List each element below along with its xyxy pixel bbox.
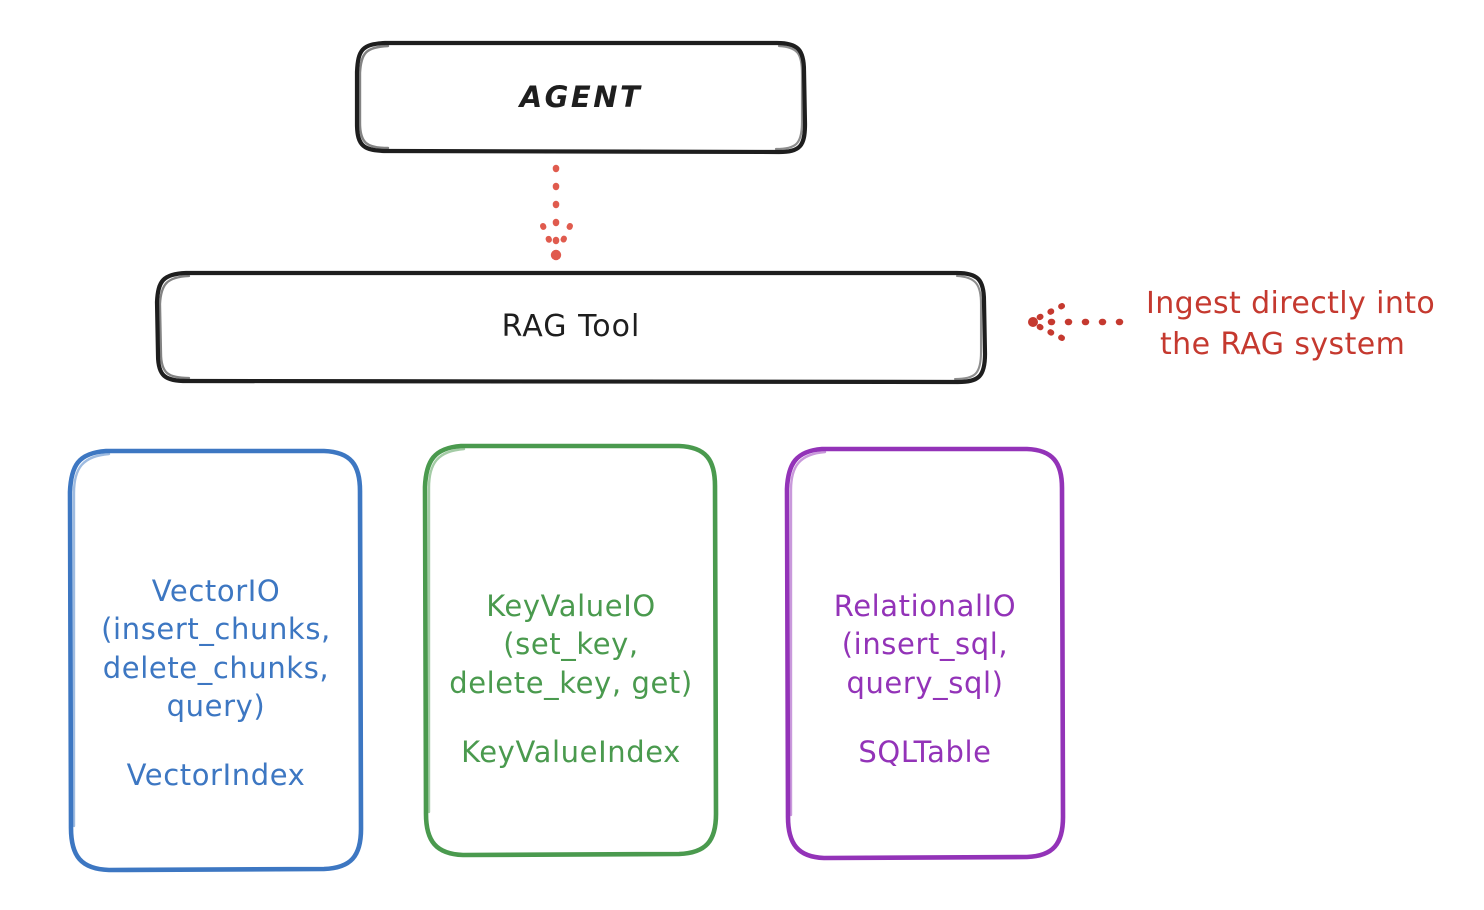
agent-to-rag-arrow xyxy=(540,164,573,261)
agent-node-shape[interactable] xyxy=(354,40,808,155)
agent-node-label: AGENT xyxy=(519,80,643,114)
relational-io-methods-text: RelationalIO (insert_sql, query_sql) xyxy=(833,588,1017,700)
relational-io-node-shape[interactable] xyxy=(784,446,1066,861)
key-value-io-index-text: KeyValueIndex xyxy=(461,734,681,769)
rag-tool-node-shape[interactable] xyxy=(154,270,988,385)
key-value-io-node-label: KeyValueIO (set_key, delete_key, get) Ke… xyxy=(424,548,718,810)
key-value-io-methods-text: KeyValueIO (set_key, delete_key, get) xyxy=(449,588,693,700)
ingest-annotation-line-1: Ingest directly into xyxy=(1146,286,1436,321)
rag-tool-node-label: RAG Tool xyxy=(501,309,641,344)
relational-io-node-label: RelationalIO (insert_sql, query_sql) SQL… xyxy=(786,548,1064,810)
ingest-note-arrow xyxy=(1028,303,1124,341)
relational-io-table-text: SQLTable xyxy=(858,734,992,769)
vector-io-index-text: VectorIndex xyxy=(126,758,306,793)
vector-io-node-label: VectorIO (insert_chunks, delete_chunks, … xyxy=(70,533,362,833)
key-value-io-node-shape[interactable] xyxy=(422,443,719,858)
ingest-annotation-line-2: the RAG system xyxy=(1160,327,1406,363)
ingest-annotation: Ingest directly into the RAG system xyxy=(1146,283,1476,366)
vector-io-methods-text: VectorIO (insert_chunks, delete_chunks, … xyxy=(101,573,331,724)
vector-io-node-shape[interactable] xyxy=(67,448,364,873)
